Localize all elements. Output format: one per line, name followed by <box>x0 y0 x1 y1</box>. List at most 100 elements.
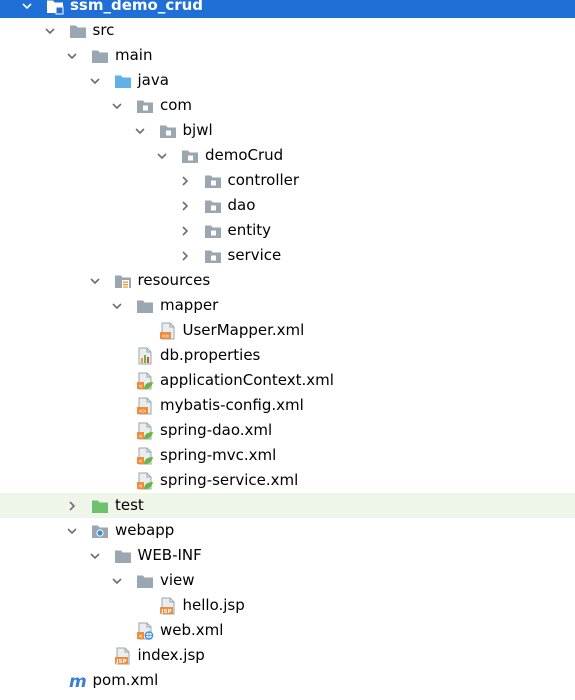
tree-item-label: spring-mvc.xml <box>160 446 277 464</box>
tree-item-usermapper-xml[interactable]: <> UserMapper.xml <box>0 318 575 343</box>
tree-item-label: db.properties <box>160 346 261 364</box>
chevron-down-icon[interactable] <box>88 68 102 93</box>
chevron-down-icon[interactable] <box>110 568 124 593</box>
tree-item-label: entity <box>227 221 272 239</box>
tree-item-main[interactable]: main <box>0 43 575 68</box>
spring-xml-file-icon: < <box>136 422 154 440</box>
tree-item-label: view <box>160 571 195 589</box>
tree-item-label: ssm_demo_crud <box>70 0 204 14</box>
svg-text:<>: <> <box>139 407 147 414</box>
xml-file-icon: <> <box>136 397 154 415</box>
tree-item-label: test <box>115 496 144 514</box>
package-icon <box>204 247 222 265</box>
svg-text:<: < <box>139 457 143 464</box>
tree-item-label: spring-service.xml <box>160 471 299 489</box>
tree-item-label: spring-dao.xml <box>160 421 273 439</box>
package-icon <box>204 222 222 240</box>
tree-item-applicationcontext-xml[interactable]: < applicationContext.xml <box>0 368 575 393</box>
folder-icon <box>91 47 109 65</box>
tree-item-label: UserMapper.xml <box>182 321 305 339</box>
source-folder-icon <box>114 72 132 90</box>
tree-item-label: mybatis-config.xml <box>160 396 304 414</box>
tree-item-label: web.xml <box>160 621 224 639</box>
package-icon <box>181 147 199 165</box>
tree-item-label: java <box>137 71 169 89</box>
svg-text:<: < <box>139 432 143 439</box>
tree-item-spring-mvc-xml[interactable]: < spring-mvc.xml <box>0 443 575 468</box>
tree-item-web-inf[interactable]: WEB-INF <box>0 543 575 568</box>
tree-item-label: hello.jsp <box>182 596 245 614</box>
tree-item-label: service <box>227 246 282 264</box>
tree-item-label: demoCrud <box>205 146 284 164</box>
tree-item-label: main <box>115 46 153 64</box>
tree-item-label: src <box>92 21 115 39</box>
tree-item-label: applicationContext.xml <box>160 371 334 389</box>
web-folder-icon <box>91 522 109 540</box>
chevron-right-icon[interactable] <box>178 193 192 218</box>
tree-item-db-properties[interactable]: db.properties <box>0 343 575 368</box>
test-folder-icon <box>91 497 109 515</box>
tree-item-pom-xml[interactable]: m pom.xml <box>0 668 575 693</box>
chevron-right-icon[interactable] <box>178 243 192 268</box>
tree-item-web-xml[interactable]: < web.xml <box>0 618 575 643</box>
chevron-down-icon[interactable] <box>88 543 102 568</box>
chevron-down-icon[interactable] <box>88 268 102 293</box>
tree-item-controller[interactable]: controller <box>0 168 575 193</box>
folder-icon <box>136 572 154 590</box>
svg-text:<>: <> <box>161 332 169 339</box>
jsp-file-icon: JSP <box>114 647 132 665</box>
tree-item-view[interactable]: view <box>0 568 575 593</box>
tree-item-label: WEB-INF <box>137 546 202 564</box>
package-icon <box>204 197 222 215</box>
tree-item-com[interactable]: com <box>0 93 575 118</box>
chevron-down-icon[interactable] <box>155 143 169 168</box>
chevron-down-icon[interactable] <box>43 18 57 43</box>
tree-item-label: bjwl <box>182 121 213 139</box>
tree-item-label: resources <box>137 271 211 289</box>
tree-item-label: mapper <box>160 296 219 314</box>
chevron-right-icon[interactable] <box>65 493 79 518</box>
chevron-right-icon[interactable] <box>178 168 192 193</box>
tree-item-mapper[interactable]: mapper <box>0 293 575 318</box>
chevron-down-icon[interactable] <box>110 293 124 318</box>
package-icon <box>204 172 222 190</box>
tree-item-resources[interactable]: resources <box>0 268 575 293</box>
svg-text:<: < <box>139 632 143 639</box>
spring-xml-file-icon: < <box>136 372 154 390</box>
xml-file-icon: <> <box>159 322 177 340</box>
chevron-down-icon[interactable] <box>110 93 124 118</box>
folder-icon <box>136 297 154 315</box>
spring-xml-file-icon: < <box>136 447 154 465</box>
chevron-down-icon[interactable] <box>65 43 79 68</box>
tree-item-java[interactable]: java <box>0 68 575 93</box>
tree-item-entity[interactable]: entity <box>0 218 575 243</box>
maven-file-icon: m <box>69 672 87 690</box>
tree-item-bjwl[interactable]: bjwl <box>0 118 575 143</box>
tree-item-label: pom.xml <box>92 671 159 689</box>
tree-item-ssm-demo-crud[interactable]: ssm_demo_crud <box>0 0 575 18</box>
tree-item-src[interactable]: src <box>0 18 575 43</box>
tree-item-webapp[interactable]: webapp <box>0 518 575 543</box>
package-icon <box>159 122 177 140</box>
chevron-right-icon[interactable] <box>178 218 192 243</box>
tree-item-spring-dao-xml[interactable]: < spring-dao.xml <box>0 418 575 443</box>
tree-item-label: index.jsp <box>137 646 205 664</box>
tree-item-label: controller <box>227 171 300 189</box>
tree-item-index-jsp[interactable]: JSP index.jsp <box>0 643 575 668</box>
tree-item-label: dao <box>227 196 256 214</box>
spring-xml-file-icon: < <box>136 472 154 490</box>
tree-item-democrud[interactable]: demoCrud <box>0 143 575 168</box>
svg-text:<: < <box>139 382 143 389</box>
tree-item-dao[interactable]: dao <box>0 193 575 218</box>
tree-item-service[interactable]: service <box>0 243 575 268</box>
chevron-down-icon[interactable] <box>65 518 79 543</box>
tree-item-mybatis-config-xml[interactable]: <> mybatis-config.xml <box>0 393 575 418</box>
chevron-down-icon[interactable] <box>20 0 34 18</box>
folder-icon <box>114 547 132 565</box>
svg-text:<: < <box>139 482 143 489</box>
chevron-down-icon[interactable] <box>133 118 147 143</box>
tree-item-test[interactable]: test <box>0 493 575 518</box>
properties-file-icon <box>136 347 154 365</box>
tree-item-spring-service-xml[interactable]: < spring-service.xml <box>0 468 575 493</box>
